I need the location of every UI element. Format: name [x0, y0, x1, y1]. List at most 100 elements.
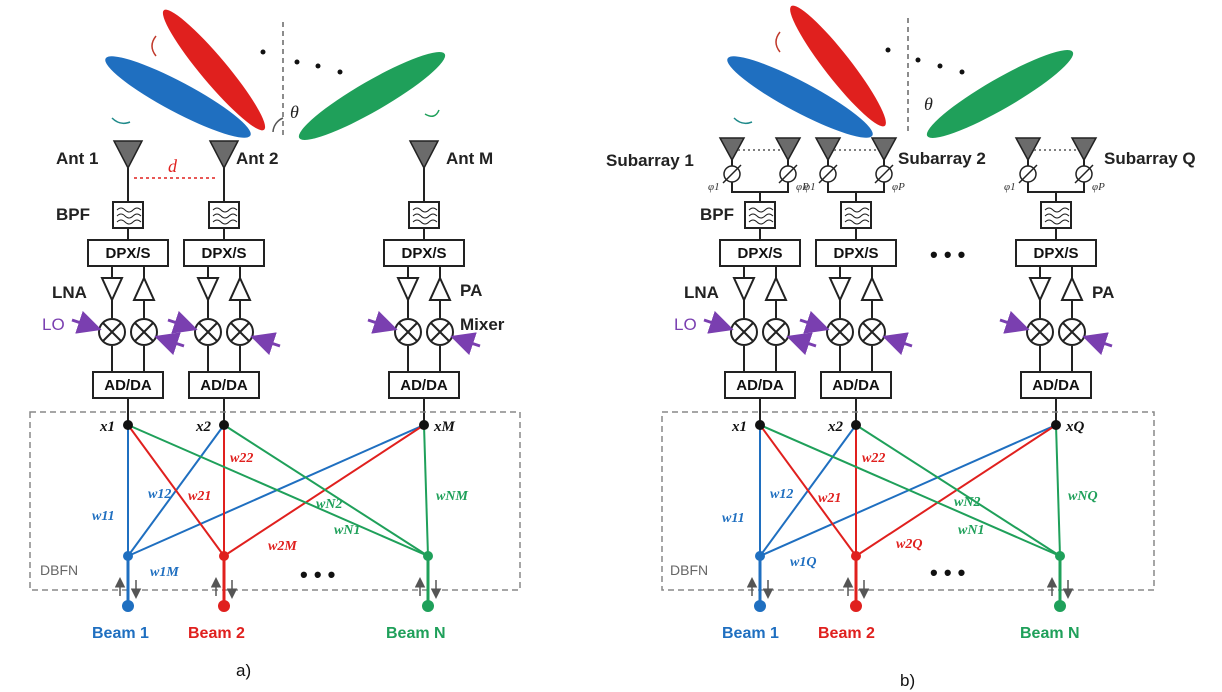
mixer-icon [98, 318, 126, 346]
beam-port [422, 600, 434, 612]
beam-label-n: Beam N [386, 625, 446, 642]
subarray-label-2: Subarray 2 [898, 149, 986, 168]
lo-arrow [882, 332, 913, 356]
antenna-icon [814, 137, 842, 162]
duplexer-label: DPX/S [201, 245, 246, 262]
weight-label-w1m: w1M [150, 565, 179, 580]
node-x2 [851, 420, 861, 430]
adda-box [1020, 371, 1092, 399]
pa-label: PA [1092, 283, 1114, 302]
lo-arrow [167, 310, 198, 334]
dot [885, 47, 891, 53]
dbfn-label: DBFN [40, 562, 78, 578]
node-x1 [755, 420, 765, 430]
weight-label-w21: w21 [188, 489, 211, 504]
beam-label-n: Beam N [1020, 625, 1080, 642]
beam-lobe-green [298, 52, 446, 140]
lo-arrow [367, 310, 398, 334]
weight-label-wn2: wN2 [316, 497, 342, 512]
node-label-xq: xQ [1065, 419, 1085, 435]
lo-arrow [1082, 332, 1113, 356]
weight-label-w2m: w2M [268, 539, 297, 554]
weight-label-w22: w22 [230, 451, 253, 466]
antenna-label-1: Ant 1 [56, 149, 99, 168]
node-xm [419, 420, 429, 430]
bpf-filter-icon [408, 201, 440, 229]
phase-shifter-icon [1018, 164, 1038, 184]
node-label-x1: x1 [731, 419, 747, 435]
bpf-label: BPF [56, 205, 90, 224]
weight-label-w11: w11 [92, 509, 115, 524]
bpf-filter-icon [1040, 201, 1072, 229]
phase-shifter-icon [722, 164, 742, 184]
rotate-arrow-icon [424, 109, 440, 117]
weight-label-w22: w22 [862, 451, 885, 466]
node-label-x1: x1 [99, 419, 115, 435]
phase-label: φ1 [804, 181, 816, 193]
dot [937, 63, 943, 69]
node-label-xm: xM [433, 419, 456, 435]
mixer-icon [762, 318, 790, 346]
beam-label-1: Beam 1 [722, 625, 779, 642]
panel-a: θ Ant 1 Ant 2 Ant M d BPF DPX/S DPX/S DP… [29, 9, 521, 680]
lo-arrow [71, 310, 102, 334]
weight-label-w12: w12 [148, 487, 171, 502]
subarray-label-q: Subarray Q [1104, 149, 1196, 168]
adda-label: AD/DA [736, 377, 784, 394]
beam-lobe-red [790, 5, 886, 127]
adda-label: AD/DA [104, 377, 152, 394]
duplexer-box [87, 239, 169, 267]
duplexer-label: DPX/S [737, 245, 782, 262]
duplexer-box [1015, 239, 1097, 267]
bpf-filter-icon [840, 201, 872, 229]
lo-label: LO [674, 315, 697, 334]
duplexer-box [383, 239, 465, 267]
adda-label: AD/DA [832, 377, 880, 394]
phase-label: φ1 [708, 181, 720, 193]
dot [337, 69, 343, 75]
theta-label: θ [290, 102, 299, 122]
duplexer-label: DPX/S [1033, 245, 1078, 262]
beam-label-2: Beam 2 [818, 625, 875, 642]
rf-chains [703, 266, 1113, 372]
beam-lobe-blue [727, 56, 873, 138]
pa-amplifier-icon [428, 275, 452, 301]
duplexer-box [815, 239, 897, 267]
mixer-icon [730, 318, 758, 346]
lna-amplifier-icon [732, 277, 756, 303]
rotate-arrow-icon [111, 117, 131, 125]
caption-b: b) [900, 671, 915, 690]
phase-shifter-icon [1074, 164, 1094, 184]
lo-label: LO [42, 315, 65, 334]
beam-port [218, 600, 230, 612]
node-xq [1051, 420, 1061, 430]
beam-label-2: Beam 2 [188, 625, 245, 642]
antenna-icon [1070, 137, 1098, 162]
adda-label: AD/DA [1032, 377, 1080, 394]
weight-network [759, 424, 1061, 557]
dot [294, 59, 300, 65]
beam-lobe-red [162, 9, 266, 131]
spacing-label: d [168, 156, 178, 176]
antenna-icon [208, 140, 240, 182]
caption-a: a) [236, 661, 251, 680]
antenna-icon [718, 137, 746, 162]
weight-label-w11: w11 [722, 511, 745, 526]
phase-label: φP [1092, 181, 1105, 193]
duplexer-label: DPX/S [401, 245, 446, 262]
lo-arrow [450, 332, 481, 356]
mixer-icon [826, 318, 854, 346]
beam-port [1054, 600, 1066, 612]
io-arrows [746, 577, 1074, 599]
theta-label: θ [924, 94, 933, 114]
beam-port [122, 600, 134, 612]
dbfn-region [661, 411, 1155, 591]
lna-label: LNA [52, 283, 87, 302]
mixer-icon [130, 318, 158, 346]
phase-shifter-icon [874, 164, 894, 184]
rf-chains [71, 266, 481, 372]
lo-arrow [703, 310, 734, 334]
